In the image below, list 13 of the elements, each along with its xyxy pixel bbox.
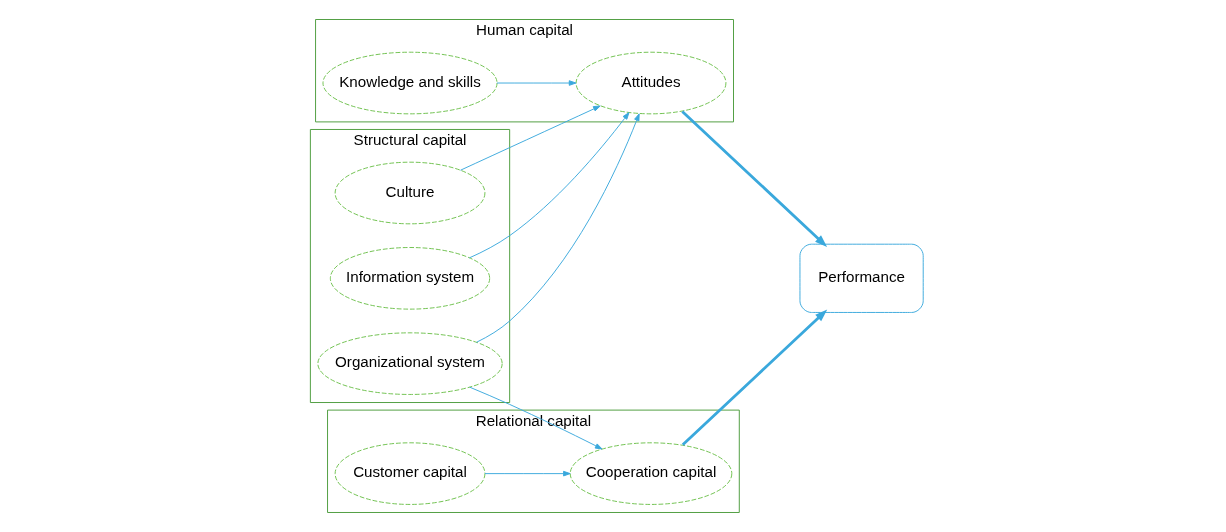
arrow xyxy=(681,110,828,247)
arrow xyxy=(469,112,630,259)
arrow xyxy=(476,113,640,343)
node-ellipse: Knowledge and skills xyxy=(322,51,498,115)
node-ellipse: Culture xyxy=(334,161,486,225)
arrow xyxy=(496,80,577,86)
node-ellipse: Information system xyxy=(329,247,491,310)
arrow xyxy=(681,309,828,446)
node-ellipse: Organizational system xyxy=(317,332,503,395)
node-box: Performance xyxy=(799,243,924,313)
node-ellipse: Customer capital xyxy=(334,442,486,505)
arrow xyxy=(484,470,571,477)
arrow xyxy=(460,105,601,171)
